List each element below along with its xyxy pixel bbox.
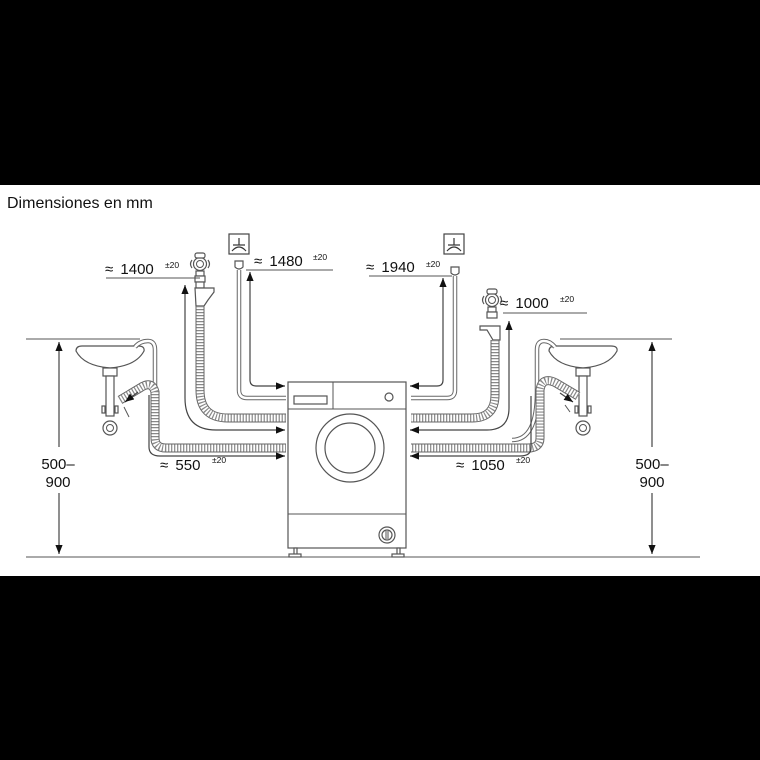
left-sink-icon: [75, 345, 145, 436]
right-socket-dimension-line: [410, 278, 447, 390]
installation-diagram: 500– 900 500– 900: [26, 233, 700, 558]
right-tap-dimension-line: [410, 321, 513, 434]
left-socket-label: ≈ 1480: [254, 253, 303, 270]
right-drain-label: ≈ 1050: [456, 457, 505, 474]
right-tap-label: ≈ 1000: [500, 295, 549, 312]
right-plug-icon: [450, 266, 460, 276]
left-sink-height-line2: 900: [45, 474, 70, 491]
right-sink-height-line2: 900: [639, 474, 664, 491]
left-plug-icon: [234, 260, 244, 270]
left-inlet-hose: [195, 306, 286, 423]
right-drain-tolerance: ±20: [516, 455, 530, 465]
right-power-cable: [411, 276, 458, 401]
right-water-tap-icon: [479, 288, 503, 341]
washing-machine-icon: [287, 381, 407, 558]
left-tap-tolerance: ±20: [165, 260, 179, 270]
right-tap-tolerance: ±20: [560, 294, 574, 304]
diagram-title: Dimensiones en mm: [7, 195, 153, 212]
left-power-cable: [236, 270, 286, 401]
left-tap-dimension-line: [181, 285, 285, 434]
left-water-tap-icon: [189, 252, 215, 307]
diagram-panel: Dimensiones en mm 500– 900 500– 900: [0, 185, 760, 576]
right-earth-socket-icon: [443, 233, 465, 255]
right-sink-icon: [548, 345, 618, 436]
left-drain-tolerance: ±20: [212, 455, 226, 465]
left-socket-tolerance: ±20: [313, 252, 327, 262]
right-sink-height-line1: 500–: [635, 456, 669, 473]
right-sink-height-dimension: 500– 900: [560, 338, 672, 554]
left-sink-height-dimension: 500– 900: [26, 338, 140, 554]
left-drain-hose: [117, 380, 286, 453]
right-socket-label: ≈ 1940: [366, 259, 415, 276]
left-drain-label: ≈ 550: [160, 457, 200, 474]
left-tap-label: ≈ 1400: [105, 261, 154, 278]
right-sink-hose: [511, 338, 557, 443]
right-drain-dimension-line: [410, 396, 532, 460]
left-sink-height-line1: 500–: [41, 456, 75, 473]
left-earth-socket-icon: [228, 233, 250, 255]
left-drain-dimension-line: [148, 395, 285, 460]
left-socket-dimension-line: [246, 272, 285, 390]
right-drain-hose: [411, 376, 581, 453]
right-socket-tolerance: ±20: [426, 259, 440, 269]
